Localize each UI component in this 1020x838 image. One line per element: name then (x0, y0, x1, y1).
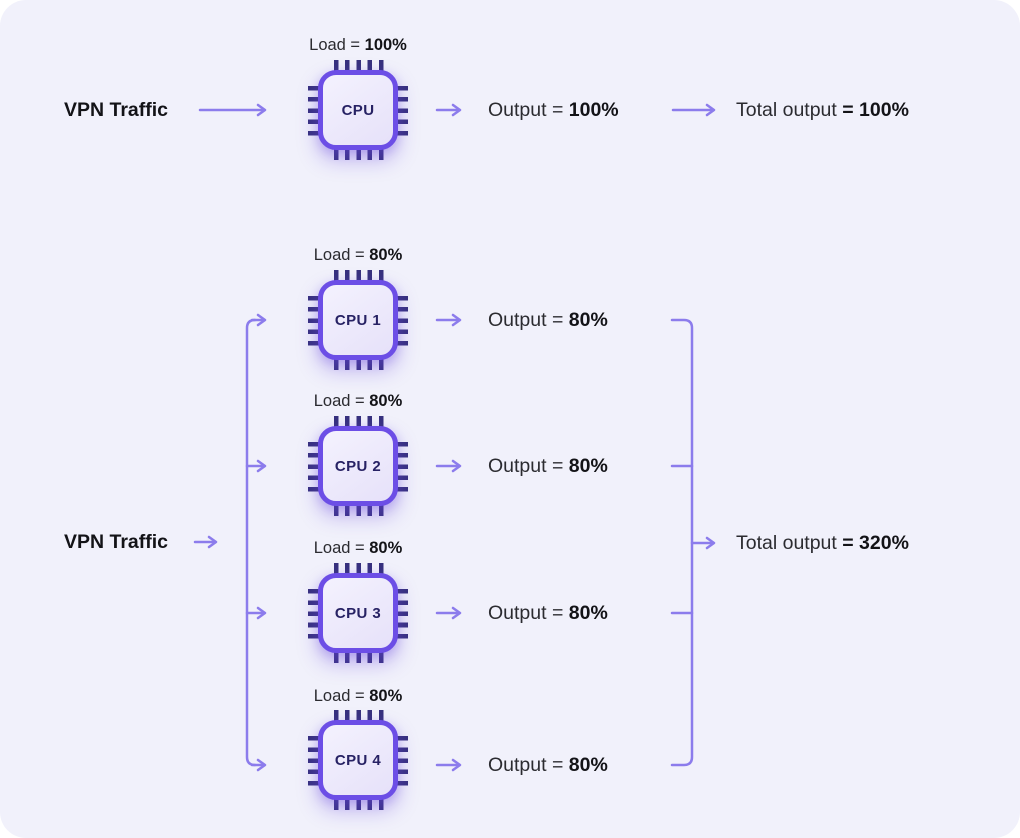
merge-bracket (670, 318, 694, 767)
load-text: Load = (313, 246, 370, 264)
cpu-chip-body: CPU 2 (318, 426, 398, 506)
cpu-chip-body: CPU 3 (318, 573, 398, 653)
output-value: 80% (568, 309, 608, 331)
output-value: 80% (568, 754, 608, 776)
load-value: 80% (369, 539, 403, 557)
load-value: 80% (369, 687, 403, 705)
output-label: Output = (488, 602, 569, 624)
load-text: Load = (309, 36, 365, 54)
output-text-single: Output = 100% (488, 96, 619, 124)
output-value: 80% (568, 602, 608, 624)
output-text-cpu4: Output = 80% (488, 751, 608, 779)
output-text-cpu2: Output = 80% (488, 452, 608, 480)
total-label: Total output (736, 99, 843, 121)
cpu-chip-1: CPU 1 (308, 270, 408, 370)
output-value: 80% (568, 455, 608, 477)
cpu-chip-3: CPU 3 (308, 563, 408, 663)
cpu-chip-2: CPU 2 (308, 416, 408, 516)
total-label: Total output (736, 532, 843, 554)
load-label-cpu2: Load = 80% (258, 389, 458, 413)
cpu-chip-label: CPU 4 (334, 751, 382, 769)
cpu-chip-label: CPU 2 (334, 457, 382, 475)
cpu-chip-body: CPU 1 (318, 280, 398, 360)
output-label: Output = (488, 99, 569, 121)
output-label: Output = (488, 309, 569, 331)
output-label: Output = (488, 754, 569, 776)
output-text-cpu3: Output = 80% (488, 599, 608, 627)
fanout-bracket (245, 318, 257, 767)
vpn-traffic-label-single: VPN Traffic (64, 99, 169, 121)
load-label-cpu1: Load = 80% (258, 243, 458, 267)
cpu-chip-body: CPU 4 (318, 720, 398, 800)
output-value: 100% (568, 99, 619, 121)
load-label-single: Load = 100% (258, 33, 458, 57)
output-label: Output = (488, 455, 569, 477)
vpn-traffic-label-cluster: VPN Traffic (64, 531, 169, 553)
cpu-chip-label: CPU (341, 101, 375, 119)
load-text: Load = (313, 687, 370, 705)
load-value: 80% (369, 246, 403, 264)
load-value: 100% (364, 36, 407, 54)
cpu-chip-4: CPU 4 (308, 710, 408, 810)
total-output-single: Total output = 100% (736, 96, 909, 124)
load-text: Load = (313, 539, 370, 557)
cpu-chip-label: CPU 3 (334, 604, 382, 622)
total-value: = 100% (842, 99, 909, 121)
load-value: 80% (369, 392, 403, 410)
total-output-cluster: Total output = 320% (736, 529, 909, 557)
total-value: = 320% (842, 532, 909, 554)
output-text-cpu1: Output = 80% (488, 306, 608, 334)
cpu-chip-body: CPU (318, 70, 398, 150)
load-label-cpu3: Load = 80% (258, 536, 458, 560)
load-text: Load = (313, 392, 370, 410)
cpu-chip-label: CPU 1 (334, 311, 382, 329)
load-label-cpu4: Load = 80% (258, 684, 458, 708)
cpu-chip-single: CPU (308, 60, 408, 160)
